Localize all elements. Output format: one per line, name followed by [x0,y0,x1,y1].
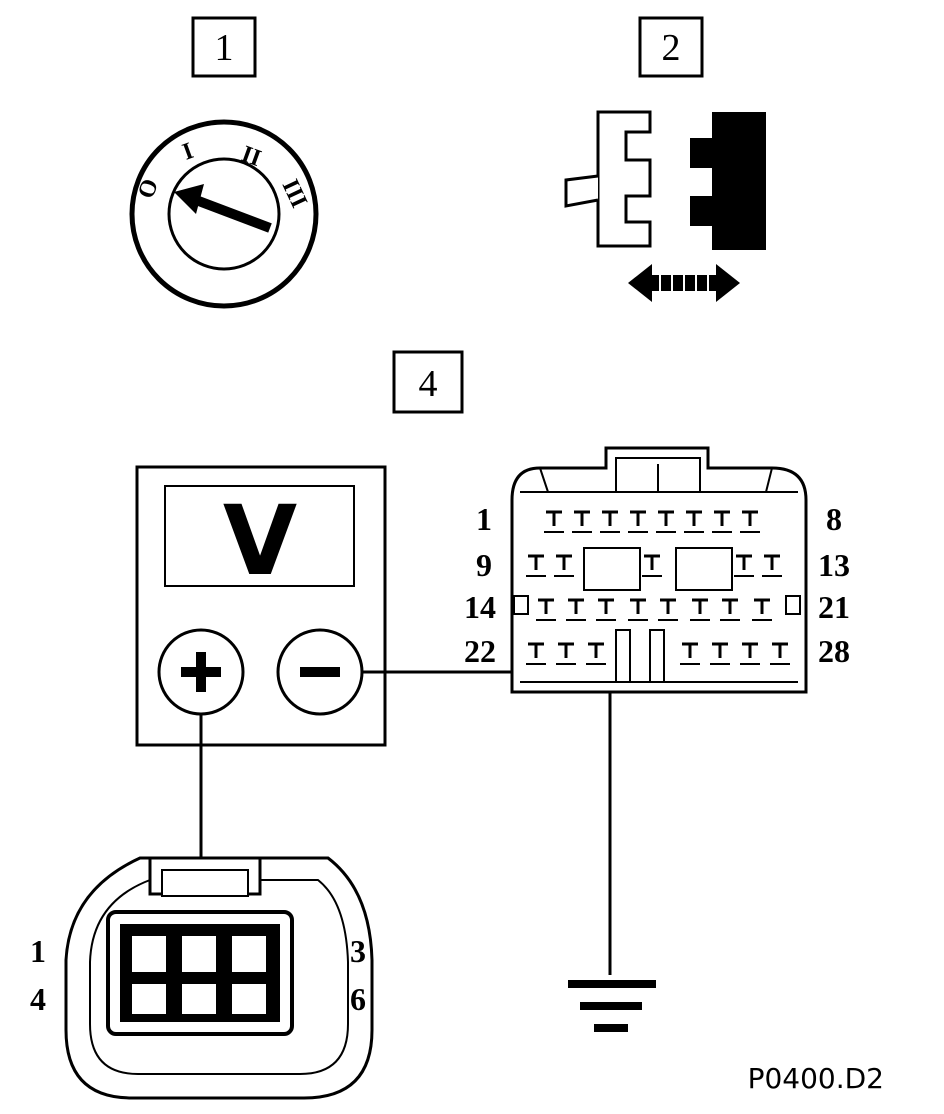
minus-icon [300,667,340,677]
ecu-pin-array [526,510,790,665]
ecu-pin-mark [528,642,544,658]
sensor-pin-label: 1 [30,933,46,969]
ecu-row-label: 8 [826,501,842,537]
ecu-pin-mark [764,554,780,570]
ecu-row-label: 1 [476,501,492,537]
ecu-pin-mark [630,598,646,614]
ecu-pin-mark [712,642,728,658]
ecu-pin-mark [558,642,574,658]
ignition-switch-icon: O I II III [129,119,319,309]
ecu-row-label: 21 [818,589,850,625]
ecu-pin-mark [598,598,614,614]
ecu-pin-mark [754,598,770,614]
ecu-pin-mark [602,510,618,526]
ecu-connector: 1 8 9 13 14 21 22 28 [464,446,850,694]
step-4-text: 4 [419,363,438,405]
ecu-pin-mark [556,554,572,570]
voltmeter: V [135,465,387,747]
sensor-connector: 1 4 3 6 [30,856,374,1100]
figure-code: P0400.D2 [748,1062,884,1095]
ecu-row-label: 9 [476,547,492,583]
ecu-pin-mark [772,642,788,658]
ecu-row-label: 22 [464,633,496,669]
sensor-pin-label: 4 [30,981,46,1017]
ecu-pin-mark [538,598,554,614]
voltmeter-display: V [223,485,297,597]
ecu-pin-mark [588,642,604,658]
ground-icon [568,980,656,1032]
ecu-pin-mark [736,554,752,570]
double-arrow-icon [628,264,740,302]
ecu-row-label: 14 [464,589,496,625]
ecu-pin-mark [574,510,590,526]
ecu-pin-mark [692,598,708,614]
ecu-row-label: 28 [818,633,850,669]
ecu-pin-mark [742,510,758,526]
ecu-pin-mark [644,554,660,570]
ecu-pin-mark [660,598,676,614]
ecu-pin-mark [714,510,730,526]
step-4-label: 4 [392,350,464,414]
ecu-pin-mark [742,642,758,658]
step-2-text: 2 [662,27,681,69]
ecu-pin-mark [658,510,674,526]
sensor-pin-label: 6 [350,981,366,1017]
sensor-pin-label: 3 [350,933,366,969]
step-1-text: 1 [215,27,234,69]
ecu-row-label: 13 [818,547,850,583]
step-1-label: 1 [191,16,257,78]
ecu-pin-mark [722,598,738,614]
disconnect-connector-icon [564,110,766,302]
ecu-pin-mark [630,510,646,526]
ecu-pin-mark [528,554,544,570]
ecu-pin-mark [546,510,562,526]
ecu-pin-mark [682,642,698,658]
ecu-pin-mark [568,598,584,614]
ecu-pin-mark [686,510,702,526]
step-2-label: 2 [638,16,704,78]
